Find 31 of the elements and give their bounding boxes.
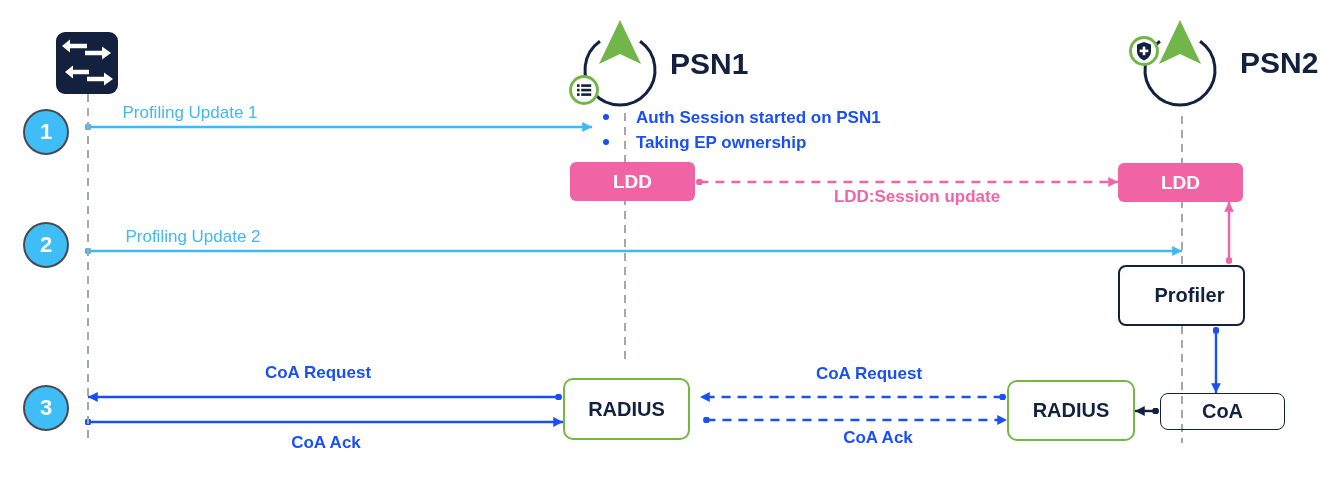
arrow — [84, 246, 1182, 256]
arrow — [1211, 327, 1221, 393]
arrow — [1135, 406, 1159, 416]
step-marker — [23, 222, 69, 268]
box-label: RADIUS — [1032, 399, 1110, 422]
step-marker — [23, 109, 69, 155]
box-label: LDD — [1160, 171, 1201, 194]
step-number: 3 — [39, 395, 53, 421]
node-title: PSN2 — [1240, 46, 1319, 80]
step-number: 1 — [39, 119, 53, 145]
step-number: 2 — [39, 232, 53, 258]
box-label: CoA — [1201, 400, 1244, 423]
arrow — [703, 415, 1007, 425]
box-label: RADIUS — [588, 397, 665, 421]
arrow — [696, 177, 1118, 187]
arrow — [1224, 202, 1234, 264]
process-box — [570, 162, 695, 201]
process-box — [1118, 265, 1245, 326]
process-box — [1007, 380, 1135, 441]
note-text: Auth Session started on PSN1 — [636, 107, 881, 129]
step-marker — [23, 385, 69, 431]
box-label: LDD — [612, 170, 653, 193]
process-box — [563, 378, 690, 440]
box-label: Profiler — [1154, 284, 1225, 307]
process-box — [1160, 393, 1285, 430]
note-text: Taking EP ownership — [636, 132, 807, 154]
process-box — [1118, 163, 1243, 202]
arrow — [84, 417, 563, 427]
node-title: PSN1 — [670, 47, 749, 81]
arrow — [88, 392, 562, 402]
arrow — [700, 392, 1006, 402]
